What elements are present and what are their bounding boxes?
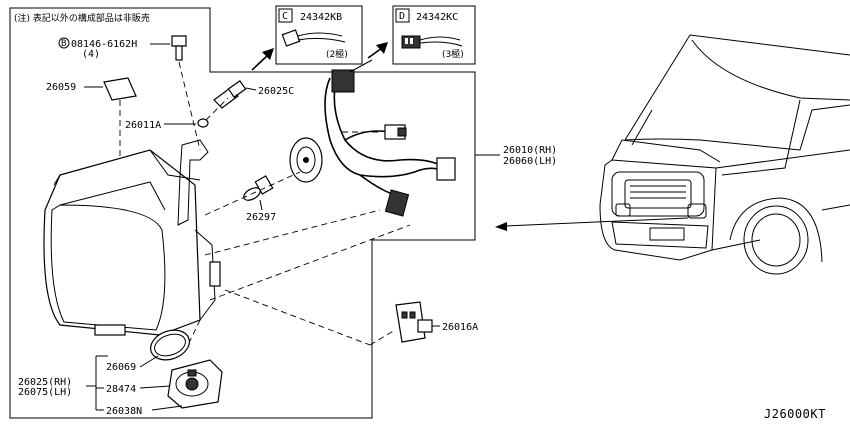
- label-26025c: 26025C: [258, 86, 294, 97]
- label-26075-lh: 26075(LH): [18, 387, 72, 398]
- bolt-part-label: 08146-6162H: [71, 39, 137, 50]
- label-28474: 28474: [106, 384, 136, 395]
- inset-c: C 24342KB (2極): [275, 5, 363, 65]
- inset-d-part: 24342KC: [416, 12, 458, 23]
- label-26025-rh: 26025(RH): [18, 377, 72, 388]
- label-26016a: 26016A: [442, 322, 478, 333]
- connector-2pole-icon: [281, 29, 346, 47]
- inset-d-qty: (3極): [442, 48, 464, 60]
- inset-d: D 24342KC (3極): [392, 5, 476, 65]
- ballast-28474: [167, 359, 223, 409]
- label-26010-rh: 26010(RH): [503, 145, 557, 156]
- wiring-harness: [324, 59, 456, 217]
- inset-c-letter: C: [282, 11, 288, 22]
- module-26016a: 26016A: [395, 301, 478, 343]
- label-26060-lh: 26060(LH): [503, 156, 557, 167]
- headlamp-housing: [43, 139, 221, 336]
- gasket-26069: [150, 329, 190, 361]
- pointer-arrow-car: [495, 217, 689, 231]
- wedge-bulb-icon: [197, 118, 209, 128]
- harness-connector-top: [331, 69, 355, 93]
- inset-c-part: 24342KB: [300, 12, 342, 23]
- pointer-arrow-d: [367, 42, 388, 59]
- diagram-code: J26000KT: [764, 407, 826, 421]
- socket-ring: [289, 137, 323, 183]
- label-26297: 26297: [246, 212, 276, 223]
- vehicle-illustration: [599, 34, 850, 275]
- label-26059: 26059: [46, 82, 76, 93]
- bulb-26297: 26297: [243, 175, 276, 223]
- connector-3pole-icon: [401, 35, 463, 49]
- inset-c-qty: (2極): [326, 48, 348, 60]
- pointer-arrow-c: [251, 48, 274, 71]
- bolt-callout: B 08146-6162H (4): [58, 35, 201, 151]
- label-26069: 26069: [106, 362, 136, 373]
- note-text: (注) 表記以外の構成部品は非販売: [14, 12, 150, 24]
- assembly-frame: [9, 7, 476, 419]
- label-26011a: 26011A: [125, 120, 161, 131]
- bulb-26025c: 26025C: [213, 80, 294, 109]
- bolt-symbol: B: [61, 39, 66, 49]
- label-26038n: 26038N: [106, 406, 142, 417]
- bolt-qty-label: (4): [82, 49, 100, 60]
- label-plate-icon: [103, 77, 137, 101]
- inset-d-letter: D: [399, 11, 405, 22]
